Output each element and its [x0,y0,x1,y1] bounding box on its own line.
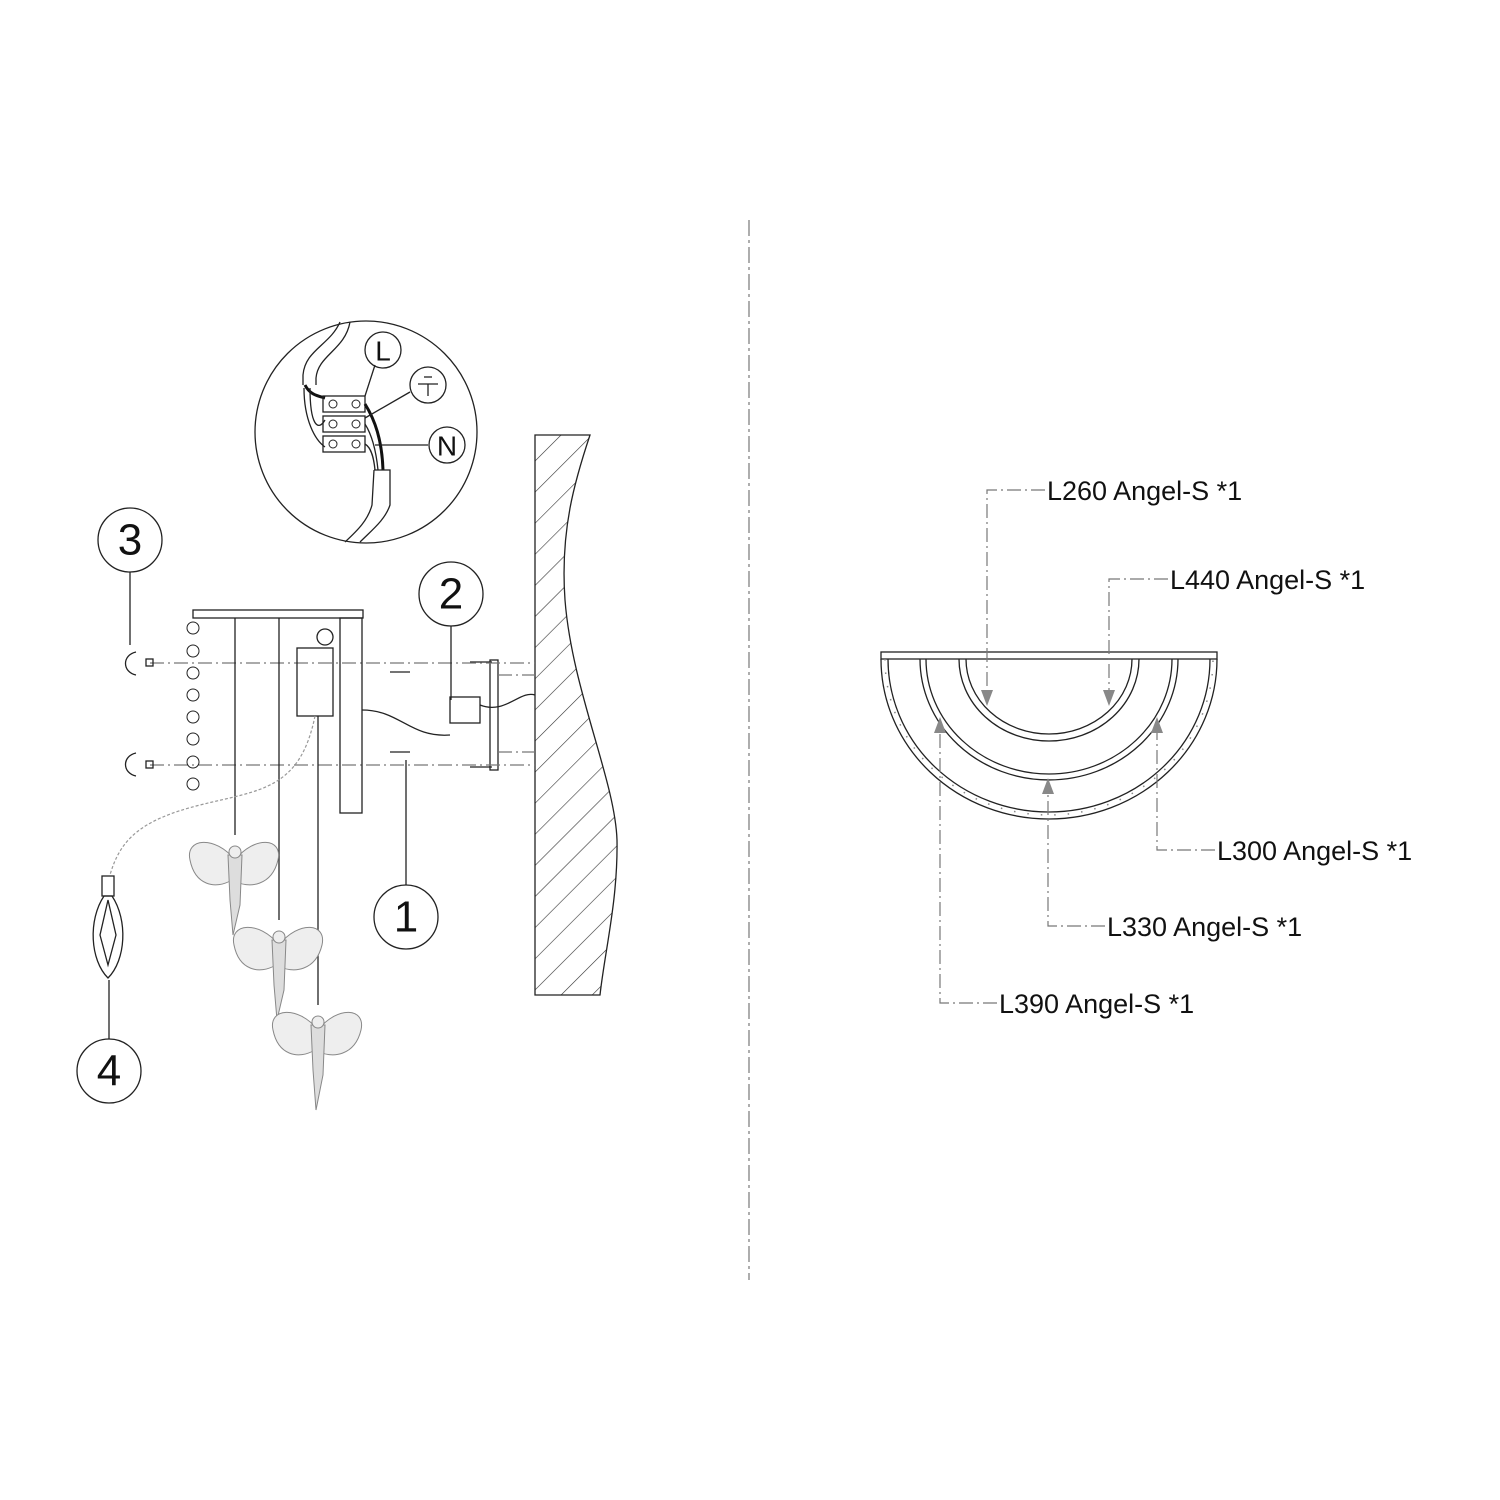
part-label: L260 Angel-S *1 [1047,476,1242,506]
callout-3: 3 [97,507,163,645]
clips [124,651,154,777]
svg-text:3: 3 [118,516,142,565]
part-label: L390 Angel-S *1 [999,989,1194,1019]
callout-1: 1 [373,760,439,950]
svg-text:1: 1 [394,893,418,942]
part-leaders [934,489,1215,1004]
terminal-block [322,395,366,453]
callout-4: 4 [76,980,142,1104]
wiring-detail: L N [254,320,478,544]
wall-section [534,434,618,996]
earth-icon [409,366,447,404]
neutral-terminal-badge [428,426,466,464]
ring-top-view [880,651,1218,820]
svg-text:2: 2 [439,570,463,619]
part-label: L300 Angel-S *1 [1217,836,1412,866]
fixture-body [109,609,364,1005]
svg-text:4: 4 [97,1047,121,1096]
live-terminal-badge [364,331,402,369]
callout-2: 2 [418,561,484,700]
live-label: L [375,336,391,367]
angel-figures [189,841,363,1111]
neutral-label: N [437,431,457,462]
bulb [92,875,124,979]
wall-bracket [361,659,536,771]
crystal-strand [186,621,200,791]
part-label: L440 Angel-S *1 [1170,565,1365,595]
part-label: L330 Angel-S *1 [1107,912,1302,942]
